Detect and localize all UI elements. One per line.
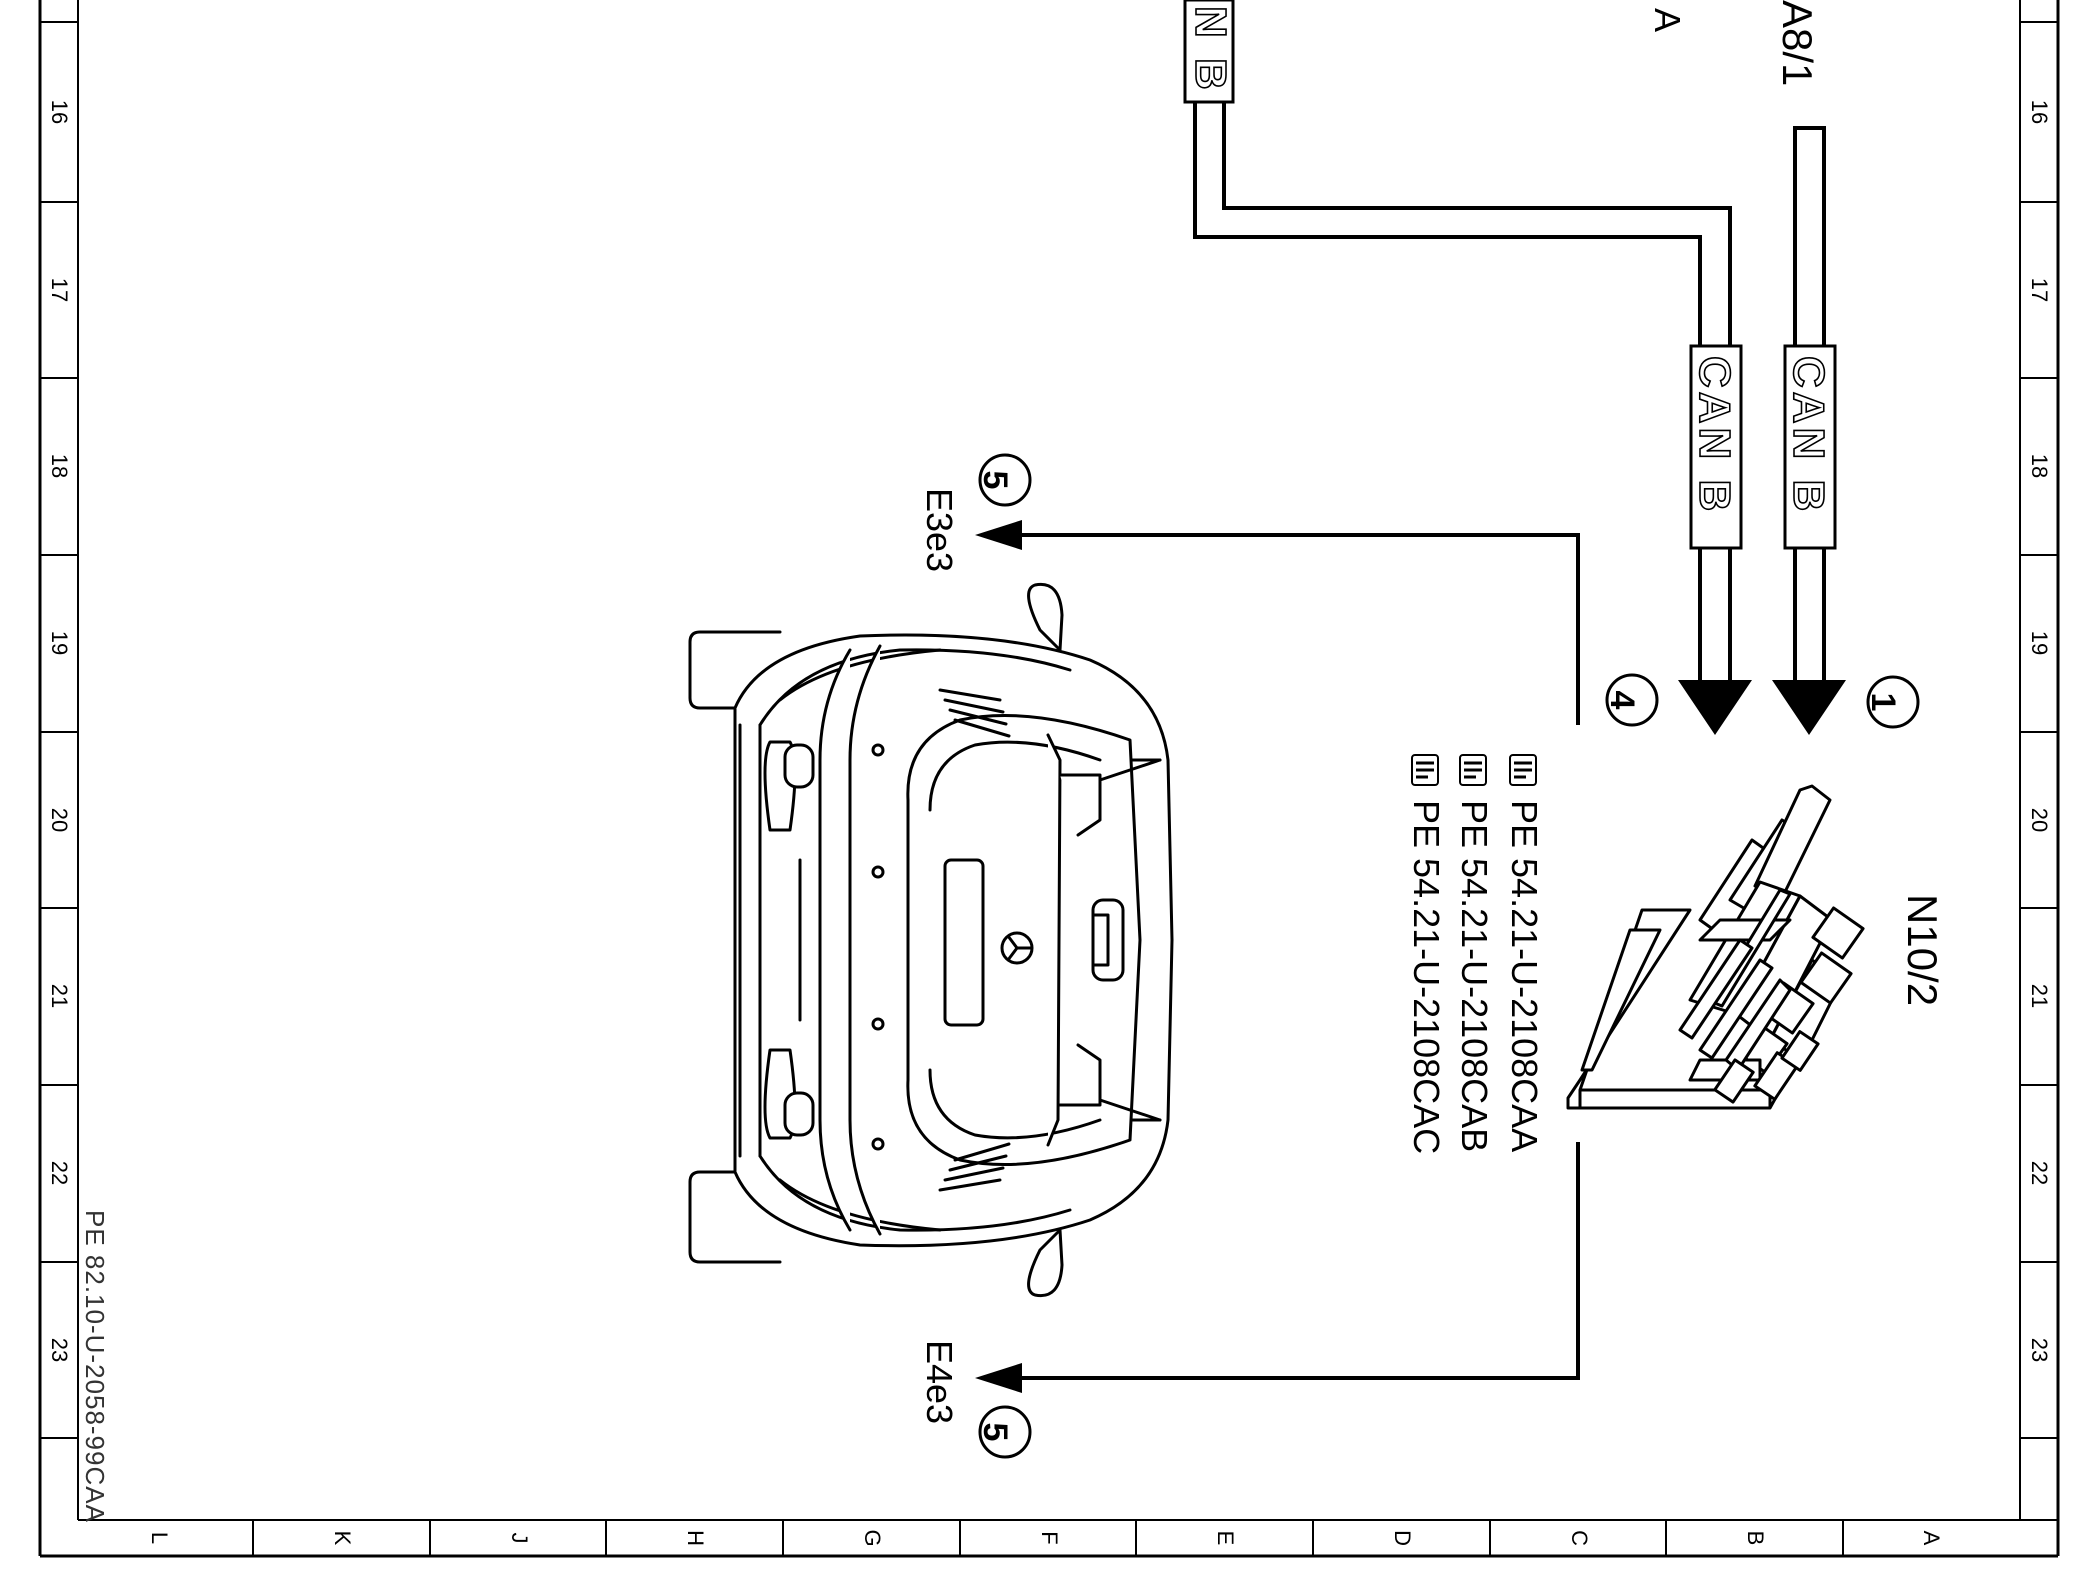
column-letter: L	[147, 1532, 172, 1544]
circle-1: 1	[1864, 675, 1920, 729]
can-b-right-text: CAN B	[1784, 356, 1833, 515]
row-number: 23	[2027, 1338, 2052, 1362]
row-number: 23	[47, 1338, 72, 1362]
row-number: 19	[2027, 631, 2052, 655]
row-number: 21	[47, 984, 72, 1008]
sheet-frame	[38, 0, 2060, 1558]
arrow-down-left	[1678, 680, 1752, 735]
row-number: 17	[2027, 278, 2052, 302]
circle-5-top: 5	[976, 453, 1032, 507]
row-number: 22	[47, 1161, 72, 1185]
can-b-box-left: CAN B	[1689, 344, 1743, 550]
can-wire-1	[1193, 102, 1732, 350]
arrow-down-right	[1772, 680, 1846, 735]
a-label: A	[1647, 8, 1688, 32]
drawing-number: PE 82.10-U-2058-99CAA	[80, 1210, 110, 1523]
arrow-left-top	[975, 520, 1022, 550]
svg-text:1: 1	[1864, 693, 1902, 712]
reference-1: PE 54.21-U-2108CAA	[1504, 800, 1545, 1152]
row-number: 16	[47, 100, 72, 124]
row-number: 22	[2027, 1161, 2052, 1185]
pointing-hand-icon	[1411, 754, 1439, 786]
bottom-letters: L K J H G F E D C B A	[147, 1529, 1944, 1546]
vehicle-rear-icon	[688, 582, 1174, 1298]
column-letter: H	[683, 1530, 708, 1546]
bottom-ruler-ticks	[252, 1520, 1844, 1556]
column-letter: A	[1919, 1531, 1944, 1546]
side-numbers-left: 16 17 18 19 20 21 22 23	[47, 100, 72, 1362]
row-number: 18	[2027, 454, 2052, 478]
circle-5-bottom: 5	[976, 1405, 1032, 1459]
column-letter: K	[330, 1531, 355, 1546]
row-number: 20	[2027, 808, 2052, 832]
svg-text:5: 5	[976, 1423, 1014, 1442]
circle-4: 4	[1603, 673, 1659, 727]
row-number: 17	[47, 278, 72, 302]
lamp-top-label: E3e3	[919, 488, 960, 572]
row-number: 21	[2027, 984, 2052, 1008]
column-letter: B	[1743, 1531, 1768, 1546]
reference-3: PE 54.21-U-2108CAC	[1406, 800, 1447, 1154]
column-letter: J	[507, 1533, 532, 1544]
lamp-bottom-label: E4e3	[919, 1340, 960, 1424]
pointing-hand-icon	[1509, 754, 1537, 786]
can-wires-down	[1698, 548, 1826, 680]
svg-text:4: 4	[1603, 691, 1641, 710]
side-numbers-right: 16 17 18 19 20 21 22 23	[2027, 100, 2052, 1362]
reference-2: PE 54.21-U-2108CAB	[1454, 800, 1495, 1152]
column-letter: F	[1037, 1531, 1062, 1544]
connector-block-icon	[1566, 784, 1865, 1110]
a8-1-label: A8/1	[1774, 0, 1821, 86]
column-letter: G	[860, 1529, 885, 1546]
reference-list: PE 54.21-U-2108CAA PE 54.21-U-2108CAB PE…	[1406, 754, 1545, 1154]
n10-2-label: N10/2	[1899, 894, 1946, 1006]
can-wire-2	[1793, 126, 1826, 350]
top-can-label: N B	[1183, 0, 1236, 104]
side-ruler-ticks	[40, 21, 2058, 1439]
column-letter: D	[1390, 1530, 1415, 1546]
svg-text:5: 5	[976, 471, 1014, 490]
pointing-hand-icon	[1459, 754, 1487, 786]
column-letter: C	[1567, 1530, 1592, 1546]
row-number: 16	[2027, 100, 2052, 124]
can-b-box-right: CAN B	[1783, 344, 1837, 550]
can-b-left-text: CAN B	[1690, 356, 1739, 515]
arrow-left-bottom	[975, 1363, 1022, 1393]
mercedes-star-icon	[1000, 931, 1034, 965]
row-number: 20	[47, 808, 72, 832]
column-letter: E	[1213, 1531, 1238, 1546]
row-number: 18	[47, 454, 72, 478]
row-number: 19	[47, 631, 72, 655]
lamp-wires	[1010, 533, 1580, 1380]
top-can-text: N B	[1186, 6, 1235, 94]
